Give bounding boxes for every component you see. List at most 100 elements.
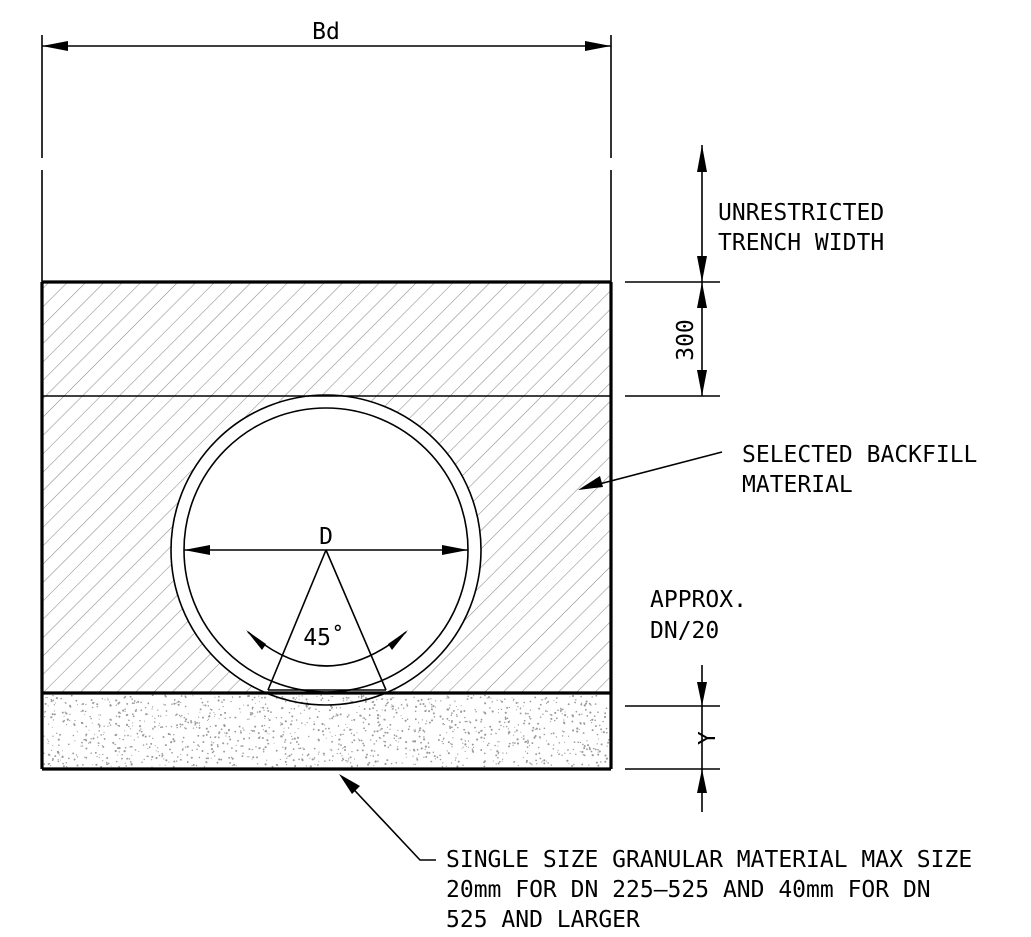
stipple-dot xyxy=(342,733,344,735)
stipple-dot xyxy=(442,762,444,764)
stipple-dot xyxy=(583,747,586,750)
stipple-dot xyxy=(292,697,295,700)
stipple-dot xyxy=(133,739,135,741)
stipple-dot xyxy=(145,713,148,716)
stipple-dot xyxy=(377,754,379,756)
stipple-dot xyxy=(125,765,127,767)
stipple-dot xyxy=(509,720,511,722)
stipple-dot xyxy=(418,735,421,738)
stipple-dot xyxy=(69,719,71,722)
stipple-dot xyxy=(418,753,420,755)
stipple-dot xyxy=(173,740,176,743)
stipple-dot xyxy=(441,765,444,768)
stipple-dot xyxy=(446,708,449,711)
stipple-dot xyxy=(588,764,590,766)
stipple-dot xyxy=(305,765,308,767)
stipple-dot xyxy=(373,750,376,752)
stipple-dot xyxy=(386,702,388,705)
stipple-dot xyxy=(525,751,527,753)
stipple-dot xyxy=(218,731,221,734)
stipple-dot xyxy=(253,729,256,732)
stipple-dot xyxy=(103,737,106,740)
stipple-dot xyxy=(309,765,312,768)
stipple-dot xyxy=(327,699,330,702)
stipple-dot xyxy=(176,701,178,704)
stipple-dot xyxy=(515,701,518,704)
stipple-dot xyxy=(500,708,503,710)
stipple-dot xyxy=(82,702,85,705)
stipple-dot xyxy=(451,726,453,729)
stipple-dot xyxy=(480,720,482,723)
stipple-dot xyxy=(151,715,153,717)
stipple-dot xyxy=(365,696,367,699)
stipple-dot xyxy=(512,741,514,744)
stipple-dot xyxy=(43,752,45,754)
stipple-dot xyxy=(44,712,46,714)
trench-outline xyxy=(40,280,613,771)
stipple-dot xyxy=(243,704,245,706)
stipple-dot xyxy=(393,716,395,718)
stipple-dot xyxy=(471,743,474,746)
stipple-dot xyxy=(516,742,520,745)
stipple-dot xyxy=(370,739,372,741)
stipple-dot xyxy=(550,764,553,766)
stipple-dot xyxy=(555,736,558,738)
stipple-dot xyxy=(164,704,166,706)
stipple-dot xyxy=(94,751,97,754)
stipple-dot xyxy=(581,702,583,704)
stipple-dot xyxy=(464,750,466,752)
stipple-dot xyxy=(496,699,498,701)
stipple-dot xyxy=(222,705,224,708)
stipple-dot xyxy=(506,717,509,720)
stipple-dot xyxy=(413,730,416,733)
stipple-dot xyxy=(158,724,160,727)
stipple-dot xyxy=(335,715,337,717)
stipple-dot xyxy=(80,721,83,724)
stipple-dot xyxy=(172,765,175,768)
stipple-dot xyxy=(54,755,57,758)
stipple-dot xyxy=(537,746,540,749)
stipple-dot xyxy=(407,728,410,731)
stipple-dot xyxy=(554,711,557,714)
stipple-dot xyxy=(376,710,378,712)
stipple-dot xyxy=(267,718,270,720)
stipple-dot xyxy=(296,736,300,739)
stipple-dot xyxy=(165,725,167,728)
stipple-dot xyxy=(133,702,135,704)
stipple-dot xyxy=(496,741,499,743)
stipple-dot xyxy=(118,701,121,704)
stipple-dot xyxy=(356,749,359,752)
stipple-dot xyxy=(606,731,608,734)
stipple-dot xyxy=(95,763,98,766)
stipple-dot xyxy=(58,754,60,756)
stipple-dot xyxy=(375,740,378,742)
stipple-dot xyxy=(390,698,393,701)
stipple-dot xyxy=(180,702,182,704)
stipple-dot xyxy=(328,759,331,762)
stipple-dot xyxy=(350,765,352,767)
stipple-dot xyxy=(360,695,363,698)
stipple-dot xyxy=(67,743,70,746)
stipple-dot xyxy=(107,697,109,699)
stipple-dot xyxy=(131,698,134,700)
stipple-dot xyxy=(455,757,457,759)
stipple-dot xyxy=(413,729,415,731)
stipple-dot xyxy=(397,707,400,709)
stipple-dot xyxy=(366,753,368,756)
stipple-dot xyxy=(417,699,420,702)
stipple-dot xyxy=(563,722,566,725)
stipple-dot xyxy=(500,700,504,703)
stipple-dot xyxy=(449,725,451,728)
stipple-dot xyxy=(569,752,571,755)
stipple-dot xyxy=(115,722,118,725)
stipple-dot xyxy=(414,763,416,766)
stipple-dot xyxy=(253,696,256,699)
approx-label-line1: APPROX. xyxy=(650,587,747,613)
stipple-dot xyxy=(337,748,340,751)
stipple-dot xyxy=(581,763,584,766)
stipple-dot xyxy=(52,699,55,702)
stipple-dot xyxy=(161,754,164,757)
stipple-dot xyxy=(207,718,210,720)
stipple-dot xyxy=(376,714,380,717)
stipple-dot xyxy=(124,746,127,749)
